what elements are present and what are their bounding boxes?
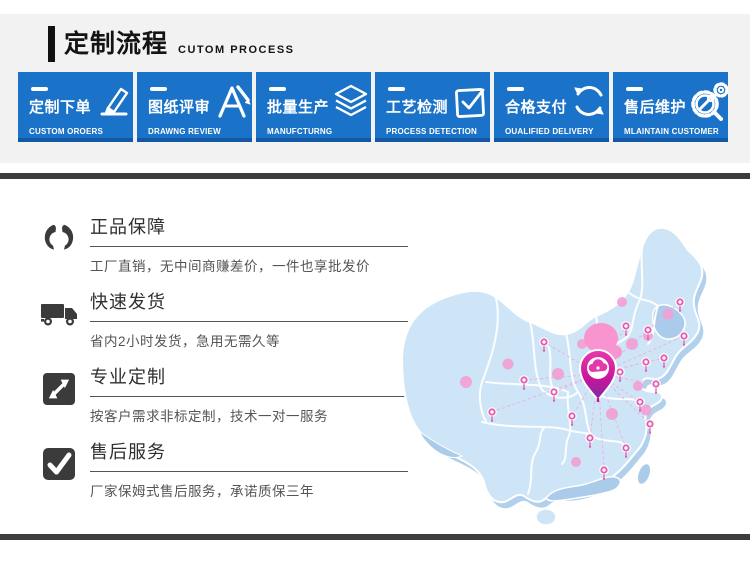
- map-hainan-island: [535, 508, 557, 526]
- step-after-sale-maintain: 售后维护 MLAINTAIN CUSTOMER: [613, 72, 729, 142]
- step-subtitle: PROCESS DETECTION: [386, 127, 477, 136]
- feature-desc: 工厂直销，无中间商赚差价，一件也享批发价: [90, 259, 370, 274]
- page-subtitle: CUTOM PROCESS: [178, 44, 295, 56]
- process-steps-row: 定制下单 CUSTOM OROERS 图纸评审: [18, 72, 729, 142]
- feature-professional-custom: 专业定制 按客户需求非标定制，技术一对一服务: [36, 363, 408, 438]
- pencil-icon: [93, 81, 133, 121]
- step-dash: [150, 87, 167, 91]
- step-dash: [507, 87, 524, 91]
- expand-arrow-icon: [36, 363, 90, 438]
- map-mainland: [401, 226, 704, 504]
- feature-desc: 省内2小时发货，急用无需久等: [90, 334, 281, 349]
- layers-icon: [331, 81, 371, 121]
- dark-divider-bottom: [0, 534, 750, 540]
- step-dash: [31, 87, 48, 91]
- step-manufacturing: 批量生产 MANUFCTURNG: [256, 72, 371, 142]
- step-title: 图纸评审: [148, 99, 211, 116]
- page-title: 定制流程: [64, 30, 169, 58]
- check-square-icon: [36, 438, 90, 513]
- step-custom-order: 定制下单 CUSTOM OROERS: [18, 72, 133, 142]
- china-distribution-map: [396, 186, 748, 530]
- feature-title: 正品保障: [90, 213, 408, 247]
- step-dash: [388, 87, 405, 91]
- feature-title: 快速发货: [90, 288, 408, 322]
- step-title: 定制下单: [29, 99, 92, 116]
- step-title: 售后维护: [624, 99, 687, 116]
- refresh-icon: [569, 81, 609, 121]
- header-accent-bar: [48, 26, 55, 62]
- dark-divider-top: [0, 173, 750, 179]
- step-subtitle: DRAWNG REVIEW: [148, 127, 221, 136]
- step-title: 工艺检测: [386, 99, 449, 116]
- map-taiwan-island: [636, 462, 652, 486]
- step-qualified-payment: 合格支付 OUALIFIED DELIVERY: [494, 72, 609, 142]
- step-drawing-review: 图纸评审 DRAWNG REVIEW: [137, 72, 252, 142]
- hands-icon: [36, 213, 90, 288]
- step-title: 合格支付: [505, 99, 568, 116]
- step-subtitle: MLAINTAIN CUSTOMER: [624, 127, 719, 136]
- step-dash: [626, 87, 643, 91]
- feature-desc: 厂家保姆式售后服务，承诺质保三年: [90, 484, 314, 499]
- step-subtitle: CUSTOM OROERS: [29, 127, 104, 136]
- checkbox-icon: [450, 81, 490, 121]
- feature-after-sale-service: 售后服务 厂家保姆式售后服务，承诺质保三年: [36, 438, 408, 513]
- drafting-a-icon: [212, 81, 252, 121]
- step-process-detection: 工艺检测 PROCESS DETECTION: [375, 72, 490, 142]
- feature-genuine-guarantee: 正品保障 工厂直销，无中间商赚差价，一件也享批发价: [36, 213, 408, 288]
- section-header: 定制流程 CUTOM PROCESS: [48, 26, 295, 62]
- step-subtitle: OUALIFIED DELIVERY: [505, 127, 594, 136]
- feature-fast-shipping: 快速发货 省内2小时发货，急用无需久等: [36, 288, 408, 363]
- step-dash: [269, 87, 286, 91]
- step-title: 批量生产: [267, 99, 330, 116]
- map-soft-markers: [460, 297, 674, 467]
- feature-desc: 按客户需求非标定制，技术一对一服务: [90, 409, 328, 424]
- gear-magnifier-icon: [688, 81, 729, 121]
- cloud-location-pin: [578, 349, 618, 402]
- step-subtitle: MANUFCTURNG: [267, 127, 333, 136]
- feature-title: 专业定制: [90, 363, 408, 397]
- feature-title: 售后服务: [90, 438, 408, 472]
- truck-icon: [36, 288, 90, 363]
- features-list: 正品保障 工厂直销，无中间商赚差价，一件也享批发价 快速发货 省内2小时发货，急…: [36, 213, 408, 513]
